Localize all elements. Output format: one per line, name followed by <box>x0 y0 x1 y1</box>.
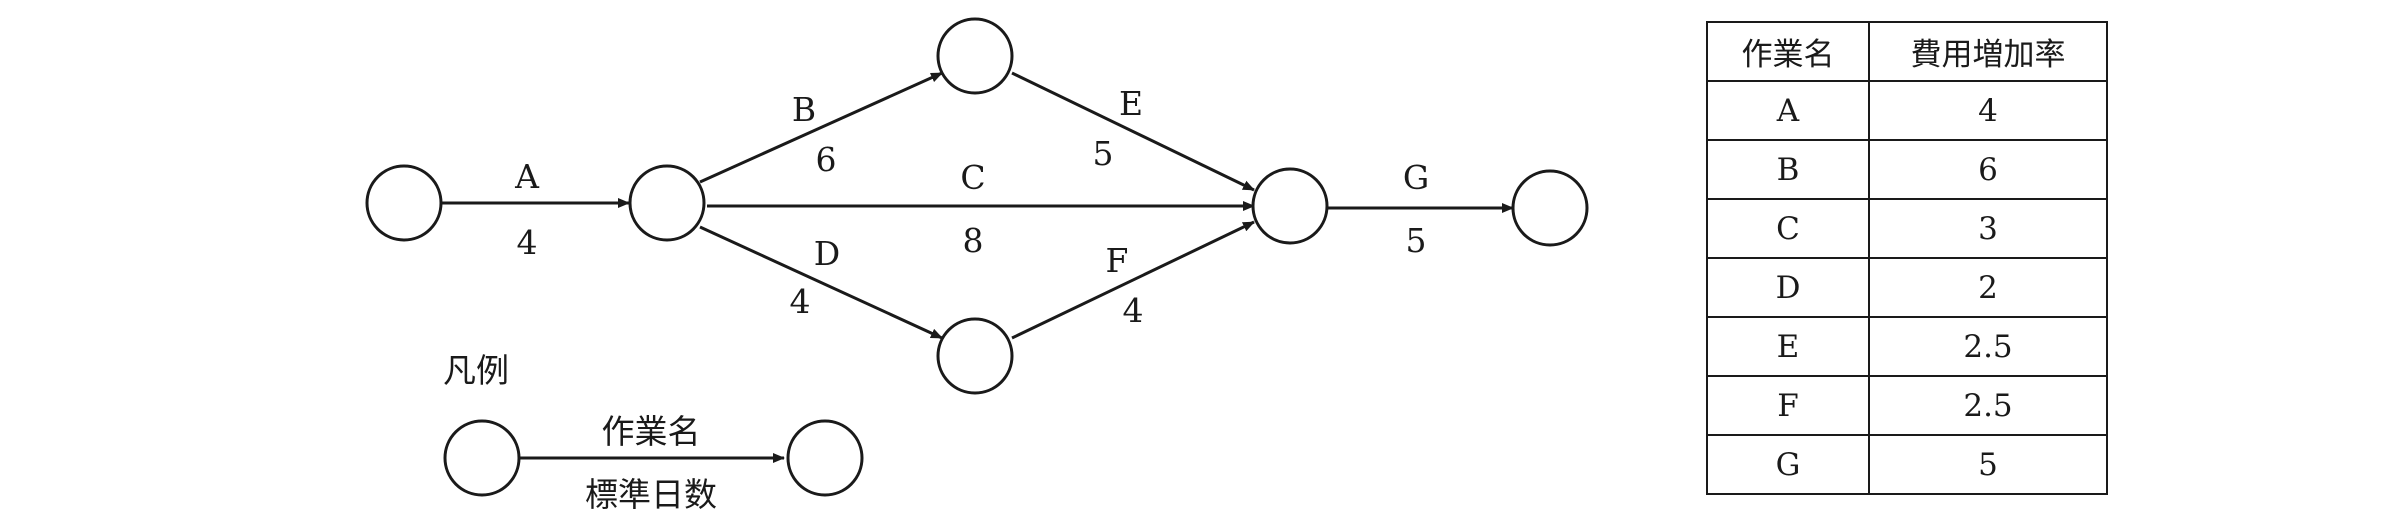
edge-B-name: B <box>792 90 816 129</box>
node-3 <box>936 17 1014 95</box>
node-6 <box>1511 169 1589 247</box>
rate-cell: 5 <box>1868 434 2108 495</box>
task-cell: C <box>1706 198 1870 259</box>
cost-increase-rate-table: 作業名 費用増加率 A 4 B 6 C 3 D 2 E 2.5 F 2.5 G <box>1706 21 2108 495</box>
activity-network-diagram: A 4 B 6 C 8 D 4 E 5 F 4 G 5 凡例 作業名 標準日数 <box>365 17 1589 514</box>
rate-cell: 6 <box>1868 139 2108 200</box>
table-row: C 3 <box>1706 198 2108 259</box>
edge-F-name: F <box>1106 241 1129 280</box>
edge-B-arrow <box>699 71 943 184</box>
header-task-name: 作業名 <box>1706 21 1870 82</box>
edge-F-arrow <box>1011 220 1255 340</box>
edge-C-days: 8 <box>963 221 984 260</box>
edge-D-arrow <box>699 225 943 340</box>
task-cell: F <box>1706 375 1870 436</box>
edge-labels: A 4 B 6 C 8 D 4 E 5 F 4 G 5 <box>514 84 1429 330</box>
legend-node-start <box>443 419 521 497</box>
node-2 <box>628 164 706 242</box>
task-cell: D <box>1706 257 1870 318</box>
edges <box>442 71 1514 463</box>
table-row: D 2 <box>1706 257 2108 318</box>
node-1 <box>365 164 443 242</box>
edge-D-name: D <box>814 234 840 273</box>
edge-A-days: 4 <box>517 223 538 262</box>
edge-C-name: C <box>960 158 985 197</box>
nodes <box>365 17 1589 497</box>
edge-E-arrow <box>1011 71 1255 192</box>
node-5 <box>1251 167 1329 245</box>
table-row: G 5 <box>1706 434 2108 495</box>
edge-E-name: E <box>1119 84 1143 123</box>
task-cell: G <box>1706 434 1870 495</box>
rate-cell: 2 <box>1868 257 2108 318</box>
task-cell: A <box>1706 80 1870 141</box>
edge-D-days: 4 <box>790 282 811 321</box>
legend: 凡例 作業名 標準日数 <box>443 351 717 514</box>
legend-node-end <box>786 419 864 497</box>
rate-cell: 2.5 <box>1868 316 2108 377</box>
rate-cell: 3 <box>1868 198 2108 259</box>
table-row: F 2.5 <box>1706 375 2108 436</box>
legend-standard-days-label: 標準日数 <box>585 475 717 514</box>
edge-A-name: A <box>514 157 540 196</box>
edge-B-days: 6 <box>816 140 837 179</box>
edge-G-days: 5 <box>1406 221 1427 260</box>
table-row: E 2.5 <box>1706 316 2108 377</box>
rate-cell: 4 <box>1868 80 2108 141</box>
table-header-row: 作業名 費用増加率 <box>1706 21 2108 82</box>
legend-task-name-label: 作業名 <box>602 412 701 451</box>
edge-E-days: 5 <box>1093 134 1114 173</box>
rate-cell: 2.5 <box>1868 375 2108 436</box>
edge-G-name: G <box>1403 158 1429 197</box>
table-row: A 4 <box>1706 80 2108 141</box>
header-cost-increase-rate: 費用増加率 <box>1868 21 2108 82</box>
table-row: B 6 <box>1706 139 2108 200</box>
legend-title: 凡例 <box>443 351 509 390</box>
edge-F-days: 4 <box>1123 291 1144 330</box>
node-4 <box>936 317 1014 395</box>
task-cell: E <box>1706 316 1870 377</box>
task-cell: B <box>1706 139 1870 200</box>
